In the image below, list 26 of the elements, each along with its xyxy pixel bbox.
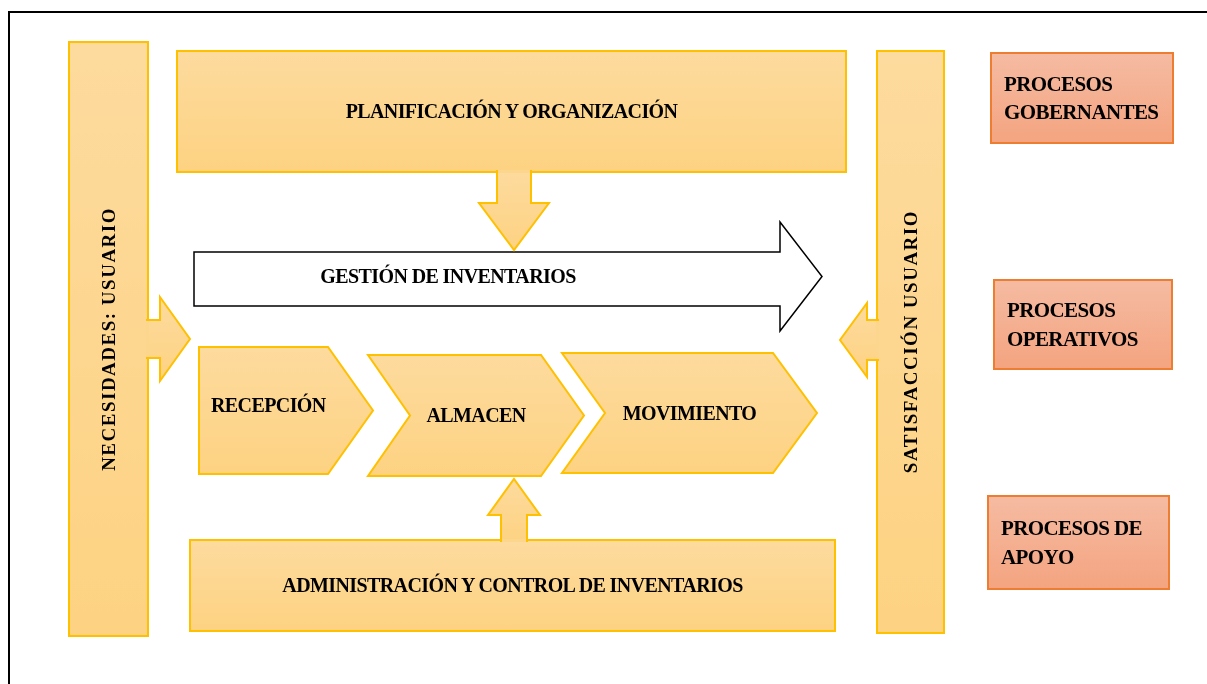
node-label: PROCESOS OPERATIVOS [1007,297,1139,353]
block-arrow [838,299,879,381]
node-label: RECEPCIÓN [211,392,327,418]
process-box [176,50,847,173]
block-arrow [477,170,551,252]
node-label: PLANIFICACIÓN Y ORGANIZACIÓN [345,98,678,124]
block-arrow [193,221,823,332]
category-box [993,279,1173,370]
node-label: PROCESOS GOBERNANTES [1004,70,1160,126]
block-arrow [486,477,542,542]
node-label: ALMACEN [426,403,526,428]
chevron-shape [198,346,374,475]
chevron-shape [367,354,585,477]
block-arrow [146,293,192,385]
category-box [990,52,1174,144]
vertical-label: SATISFACCIÓN USUARIO [898,210,922,474]
node-label: GESTIÓN DE INVENTARIOS [320,263,576,289]
node-label: MOVIMIENTO [622,400,757,426]
node-label: ADMINISTRACIÓN Y CONTROL DE INVENTARIOS [282,572,743,598]
vertical-bar [68,41,149,637]
vertical-bar [876,50,945,634]
vertical-label: NECESIDADES: USUARIO [96,207,120,471]
process-box [189,539,836,632]
chevron-shape [561,352,818,474]
category-box [987,495,1170,590]
node-label: PROCESOS DE APOYO [1001,515,1143,571]
